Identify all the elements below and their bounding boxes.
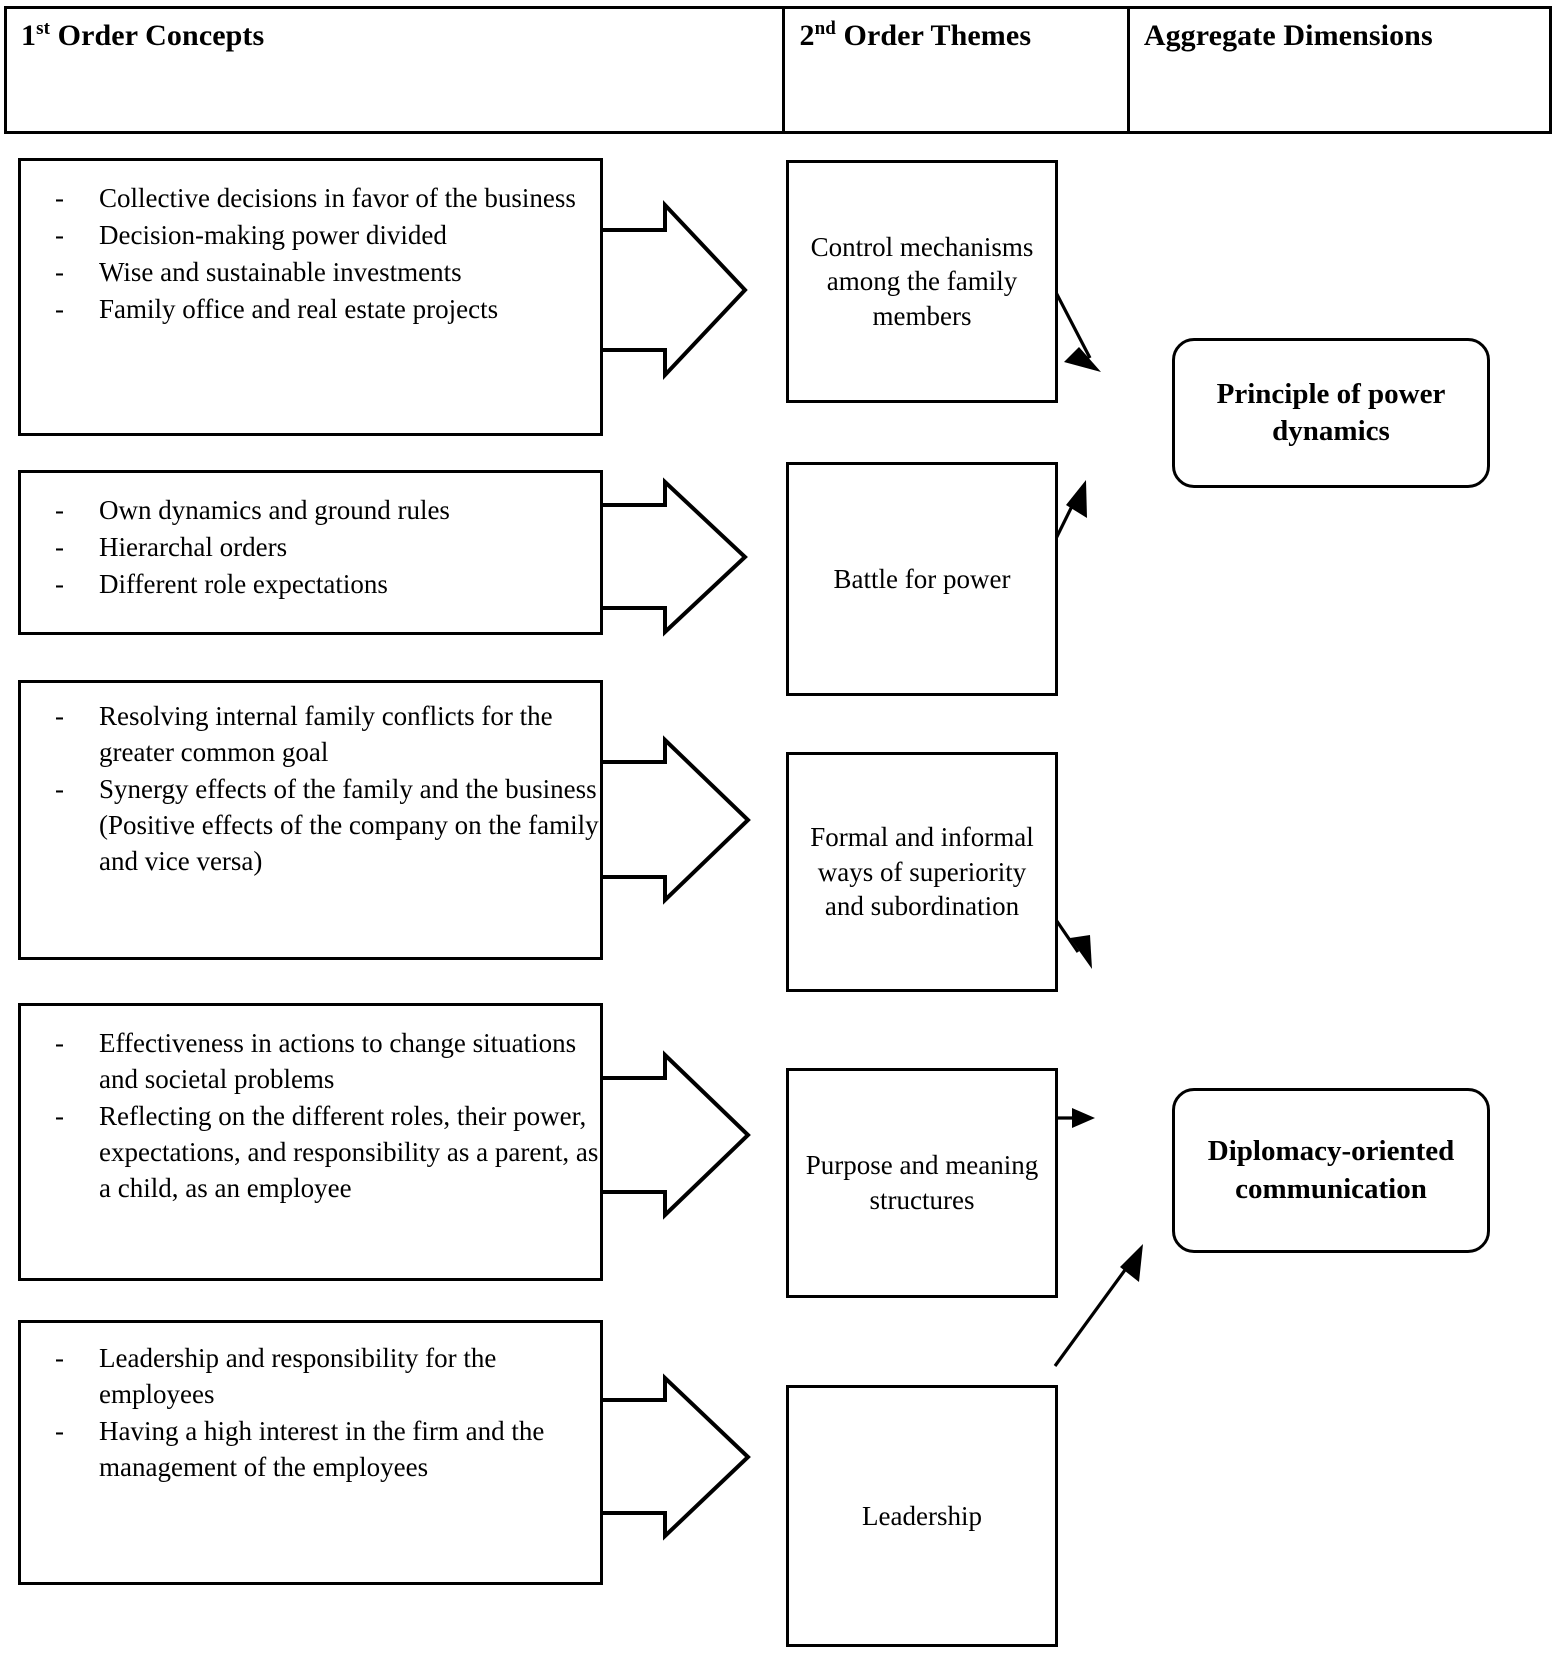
block-arrow-concept-5-to-theme-5 [598,1373,751,1541]
column-header-aggregate-dimensions: Aggregate Dimensions [1130,9,1549,131]
list-item: - Family office and real estate projects [21,292,600,328]
second-order-theme-box-4: Purpose and meaning structures [786,1068,1058,1298]
concept-item-text: Collective decisions in favor of the bus… [99,183,576,213]
column-header-first-order: 1st Order Concepts [7,9,786,131]
column-header-second-order: 2nd Order Themes [785,9,1130,131]
concept-item-text: Different role expectations [99,568,388,599]
block-arrow-concept-3-to-theme-3 [598,735,751,905]
first-order-concept-box-4: - Effectiveness in actions to change situ… [18,1003,603,1281]
list-item: - Resolving internal family conflicts for… [21,699,600,771]
bullet-dash: - [55,1343,64,1373]
list-item: - Leadership and responsibility for the e… [21,1341,600,1413]
list-item: - Effectiveness in actions to change situ… [21,1026,600,1098]
bullet-dash: - [55,701,64,731]
concept-item-text: Family office and real estate projects [99,293,499,324]
concept-list-4: - Effectiveness in actions to change situ… [21,1026,600,1207]
bullet-dash: - [55,256,64,287]
first-order-concept-box-1: - Collective decisions in favor of the bu… [18,158,603,436]
first-order-concept-box-2: - Own dynamics and ground rules - Hierarch… [18,470,603,635]
second-order-theme-box-1: Control mechanisms among the family memb… [786,160,1058,403]
list-item: - Own dynamics and ground rules [21,493,600,529]
theme-label: Purpose and meaning structures [805,1150,1039,1215]
theme-label: Leadership [862,1500,982,1531]
theme-label: Formal and informal ways of superiority … [810,822,1034,922]
column-header-second-order-superscript: nd [814,18,836,39]
second-order-theme-box-5: Leadership [786,1385,1058,1647]
column-header-first-order-superscript: st [36,18,51,39]
block-arrow-concept-2-to-theme-2 [598,477,748,637]
aggregate-dimension-box-2: Diplomacy-oriented communication [1172,1088,1490,1253]
concept-item-text: Synergy effects of the family and the bu… [99,773,599,876]
theme-label: Control mechanisms among the family memb… [810,231,1034,331]
arrow-line-theme-5-to-dimension-2 [1053,1258,1135,1367]
bullet-dash: - [55,183,64,213]
list-item: - Having a high interest in the firm and … [21,1414,600,1486]
arrow-head-theme-5-to-dimension-2 [1120,1244,1143,1282]
concept-list-2: - Own dynamics and ground rules - Hierarch… [21,493,600,603]
bullet-dash: - [55,1415,64,1446]
list-item: - Decision-making power divided [21,218,600,254]
list-item: - Hierarchal orders [21,530,600,566]
concept-item-text: Own dynamics and ground rules [99,495,450,525]
second-order-theme-box-3: Formal and informal ways of superiority … [786,752,1058,992]
list-item: - Reflecting on the different roles, thei… [21,1099,600,1207]
column-header-first-order-ordinal: 1 [21,19,37,52]
dimension-label: Diplomacy-oriented communication [1207,1135,1455,1205]
concept-list-3: - Resolving internal family conflicts for… [21,699,600,880]
column-header-aggregate-dimensions-label: Aggregate Dimensions [1143,19,1433,52]
bullet-dash: - [55,568,64,599]
aggregate-dimension-box-1: Principle of power dynamics [1172,338,1490,488]
concept-list-1: - Collective decisions in favor of the bu… [21,181,600,328]
first-order-concept-box-5: - Leadership and responsibility for the e… [18,1320,603,1585]
block-arrow-concept-1-to-theme-1 [598,199,748,381]
first-order-concept-box-3: - Resolving internal family conflicts for… [18,680,603,960]
bullet-dash: - [55,1100,64,1131]
list-item: - Different role expectations [21,567,600,603]
bullet-dash: - [55,293,64,324]
concept-item-text: Effectiveness in actions to change situa… [99,1028,577,1094]
list-item: - Synergy effects of the family and the b… [21,772,600,880]
arrow-head-theme-1-to-dimension-1 [1064,347,1101,372]
theme-label: Battle for power [833,563,1011,594]
concept-item-text: Wise and sustainable investments [99,256,462,287]
dimension-label: Principle of power dynamics [1216,377,1446,447]
bullet-dash: - [55,531,64,562]
second-order-theme-box-2: Battle for power [786,462,1058,696]
concept-item-text: Leadership and responsibility for the em… [99,1343,497,1409]
list-item: - Wise and sustainable investments [21,255,600,291]
concept-item-text: Reflecting on the different roles, their… [99,1100,599,1203]
bullet-dash: - [55,1028,64,1058]
column-header-second-order-label: Order Themes [843,19,1032,52]
concept-item-text: Having a high interest in the firm and t… [99,1415,545,1482]
column-header-first-order-label: Order Concepts [57,19,265,52]
concept-item-text: Decision-making power divided [99,219,447,250]
arrow-head-theme-3-to-dimension-2 [1070,935,1092,969]
bullet-dash: - [55,773,64,804]
column-header-second-order-ordinal: 2 [799,19,815,52]
arrow-head-theme-2-to-dimension-1 [1066,480,1087,518]
bullet-dash: - [55,495,64,525]
concept-list-5: - Leadership and responsibility for the e… [21,1341,600,1486]
column-header-table: 1st Order Concepts 2nd Order Themes Aggr… [4,6,1552,134]
concept-item-text: Resolving internal family conflicts for … [99,701,553,767]
arrow-head-theme-4-to-dimension-2 [1072,1108,1095,1128]
block-arrow-concept-4-to-theme-4 [598,1050,751,1220]
bullet-dash: - [55,219,64,250]
list-item: - Collective decisions in favor of the bu… [21,181,600,217]
concept-item-text: Hierarchal orders [99,531,288,562]
